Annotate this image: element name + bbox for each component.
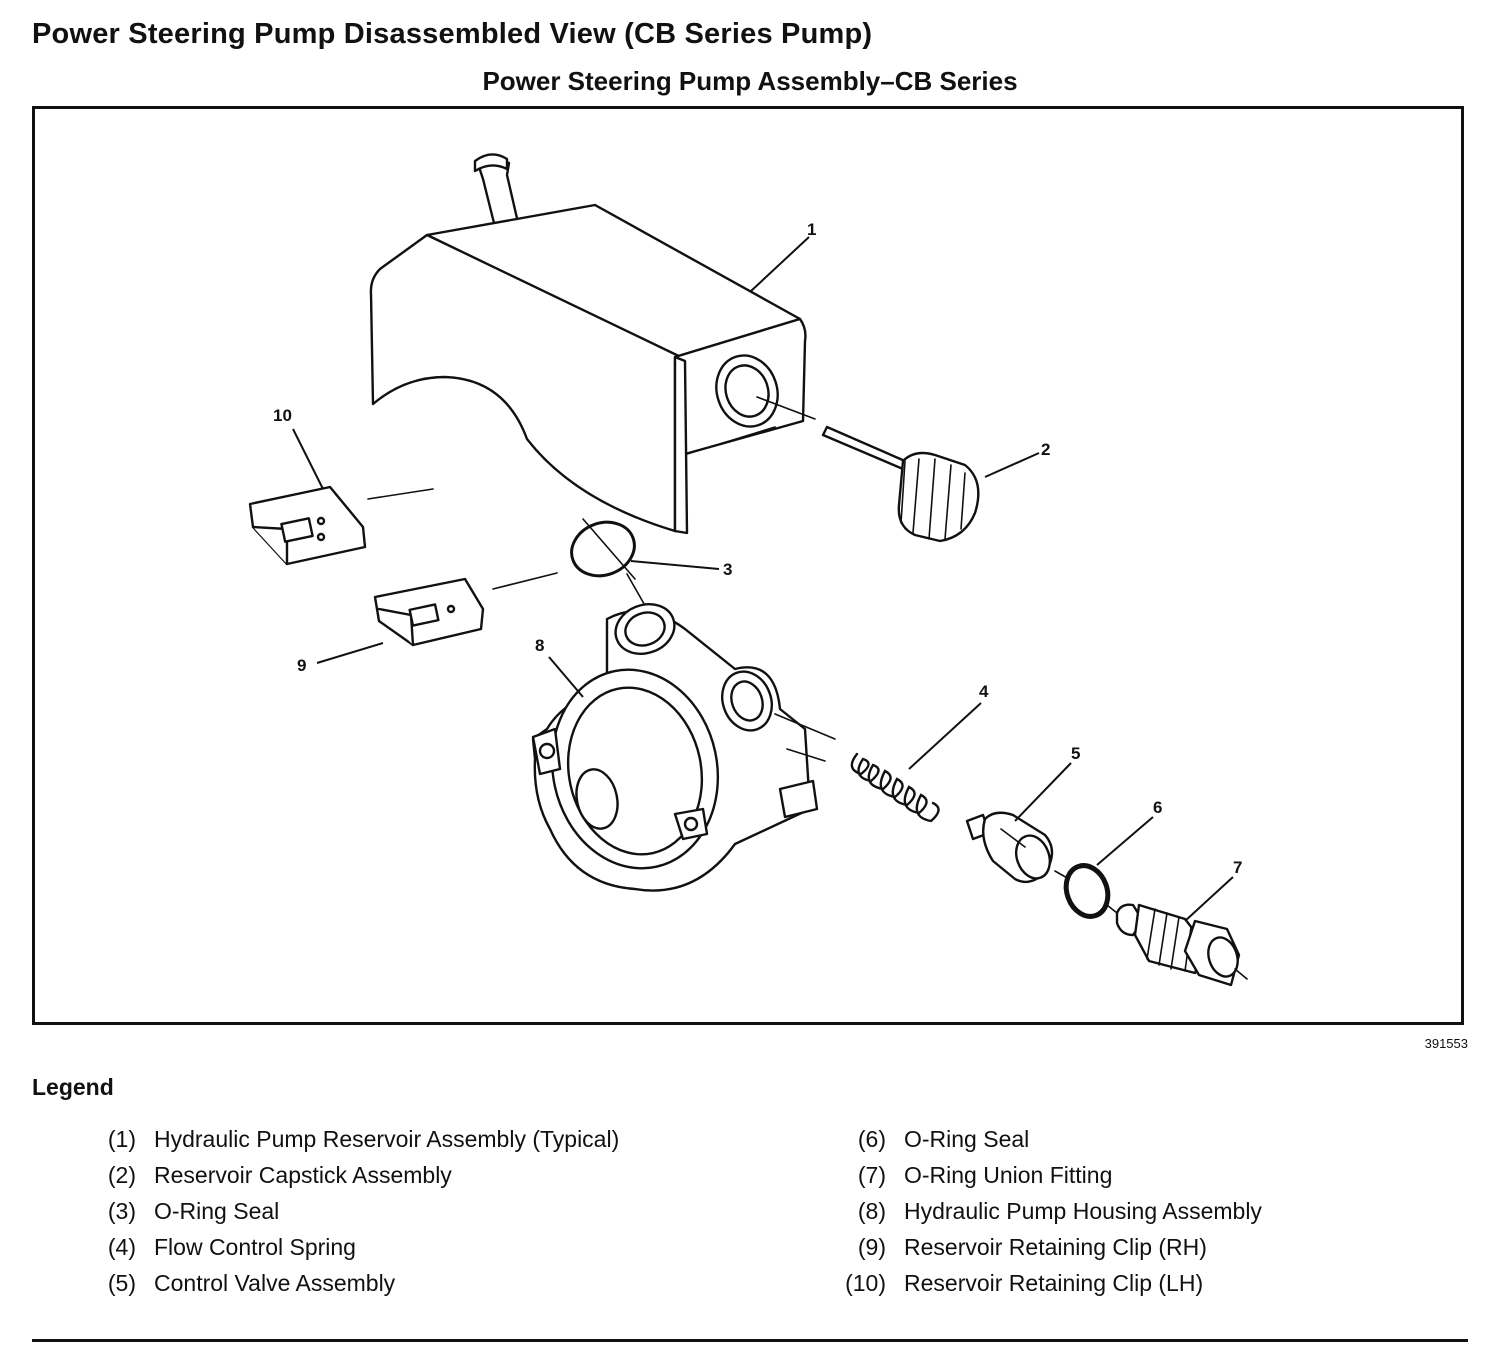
callout-label-1: 1 bbox=[807, 220, 816, 239]
legend-item-text: Reservoir Retaining Clip (LH) bbox=[904, 1270, 1204, 1296]
legend-column-right: (6) O-Ring Seal (7) O-Ring Union Fitting… bbox=[820, 1124, 1460, 1304]
legend-item-number: (5) bbox=[107, 1270, 136, 1296]
legend-item-number: (4) bbox=[107, 1234, 136, 1260]
legend-item-number: (10) bbox=[845, 1270, 886, 1296]
legend-item: (10) Reservoir Retaining Clip (LH) bbox=[820, 1268, 1460, 1298]
callout-label-6: 6 bbox=[1153, 798, 1162, 817]
pump-housing-assembly bbox=[531, 603, 836, 892]
callout-6: 6 bbox=[1096, 798, 1162, 866]
legend-item: (9) Reservoir Retaining Clip (RH) bbox=[820, 1232, 1460, 1262]
legend-item-text: Reservoir Capstick Assembly bbox=[154, 1162, 452, 1188]
figure-title-text: Power Steering Pump Assembly–CB Series bbox=[482, 66, 1018, 96]
legend-item-number: (2) bbox=[107, 1162, 136, 1188]
legend-item-text: Hydraulic Pump Housing Assembly bbox=[904, 1198, 1262, 1224]
callout-2: 2 bbox=[984, 440, 1050, 478]
legend-item-text: O-Ring Union Fitting bbox=[904, 1162, 1113, 1188]
figure-number: 391553 bbox=[1424, 1036, 1468, 1051]
legend-item-number: (9) bbox=[857, 1234, 886, 1260]
legend-item-text: O-Ring Seal bbox=[154, 1198, 280, 1224]
legend-item-number: (6) bbox=[857, 1126, 886, 1152]
legend-heading: Legend bbox=[32, 1074, 114, 1100]
o-ring-seal-6 bbox=[1063, 863, 1111, 919]
callout-5: 5 bbox=[1014, 744, 1080, 822]
legend-item: (5) Control Valve Assembly bbox=[70, 1268, 750, 1298]
legend-item-text: Control Valve Assembly bbox=[154, 1270, 396, 1296]
callout-label-7: 7 bbox=[1233, 858, 1242, 877]
legend-item: (8) Hydraulic Pump Housing Assembly bbox=[820, 1196, 1460, 1226]
legend-item-text: Reservoir Retaining Clip (RH) bbox=[904, 1234, 1207, 1260]
callout-4: 4 bbox=[908, 682, 989, 770]
callout-label-4: 4 bbox=[979, 682, 989, 701]
callout-label-10: 10 bbox=[273, 406, 292, 425]
legend-item-number: (1) bbox=[107, 1126, 136, 1152]
diagram-frame: 1 2 3 4 5 6 7 8 bbox=[32, 106, 1464, 1025]
page-title: Power Steering Pump Disassembled View (C… bbox=[32, 18, 873, 50]
callout-label-8: 8 bbox=[535, 636, 544, 655]
reservoir-assembly bbox=[369, 153, 807, 535]
exploded-view-diagram: 1 2 3 4 5 6 7 8 bbox=[248, 153, 1248, 987]
callout-label-2: 2 bbox=[1041, 440, 1050, 459]
legend-column-left: (1) Hydraulic Pump Reservoir Assembly (T… bbox=[70, 1124, 750, 1304]
legend-item-number: (7) bbox=[857, 1162, 886, 1188]
callout-8: 8 bbox=[535, 636, 584, 698]
callout-3: 3 bbox=[630, 560, 732, 579]
callout-9: 9 bbox=[297, 642, 384, 675]
o-ring-union-fitting bbox=[1054, 870, 1248, 987]
flow-control-spring bbox=[850, 752, 940, 823]
legend-item: (4) Flow Control Spring bbox=[70, 1232, 750, 1262]
callout-label-5: 5 bbox=[1071, 744, 1080, 763]
callout-10: 10 bbox=[273, 406, 324, 490]
bottom-divider bbox=[32, 1339, 1468, 1342]
callout-1: 1 bbox=[750, 220, 816, 292]
legend-item-text: Hydraulic Pump Reservoir Assembly (Typic… bbox=[154, 1126, 620, 1152]
retaining-clip-lh bbox=[248, 485, 434, 566]
o-ring-seal-3 bbox=[570, 518, 648, 610]
capstick-assembly bbox=[756, 396, 980, 543]
callout-label-3: 3 bbox=[723, 560, 732, 579]
callout-label-9: 9 bbox=[297, 656, 306, 675]
legend-item: (3) O-Ring Seal bbox=[70, 1196, 750, 1226]
control-valve-assembly bbox=[965, 811, 1054, 884]
legend-item-text: O-Ring Seal bbox=[904, 1126, 1030, 1152]
legend-item: (2) Reservoir Capstick Assembly bbox=[70, 1160, 750, 1190]
legend-item-number: (8) bbox=[857, 1198, 886, 1224]
legend-item-text: Flow Control Spring bbox=[154, 1234, 356, 1260]
retaining-clip-rh bbox=[373, 572, 558, 647]
legend-item-number: (3) bbox=[107, 1198, 136, 1224]
callout-7: 7 bbox=[1184, 858, 1242, 922]
figure-title: Power Steering Pump Assembly–CB Series bbox=[0, 66, 1504, 97]
legend-item: (1) Hydraulic Pump Reservoir Assembly (T… bbox=[70, 1124, 750, 1154]
legend-item: (6) O-Ring Seal bbox=[820, 1124, 1460, 1154]
legend-item: (7) O-Ring Union Fitting bbox=[820, 1160, 1460, 1190]
